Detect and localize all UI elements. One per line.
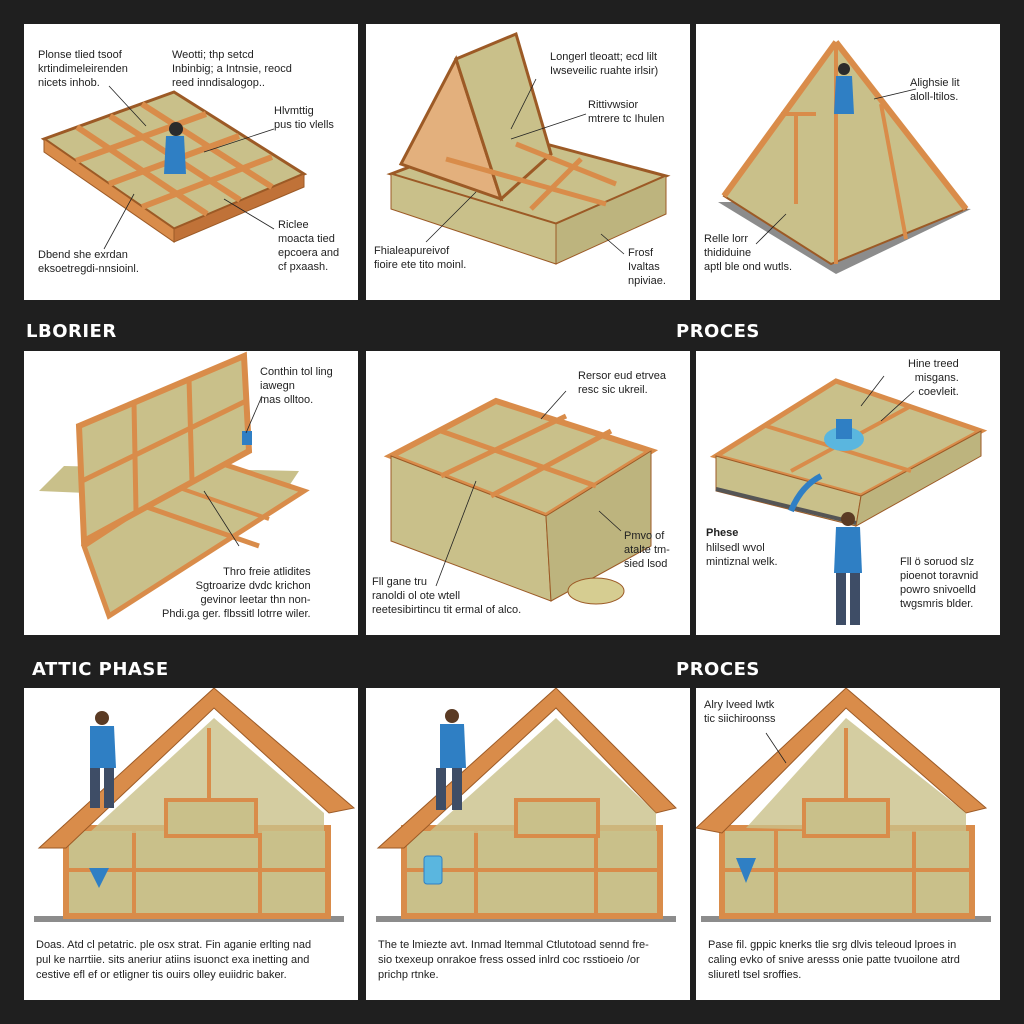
label-3: Fll gane tru ranoldi ol ote wtell reetes…: [372, 576, 522, 616]
roof-rafter-illustration: [718, 40, 971, 274]
label-2: Thro freie atlidites Sgtroarize dvdc kri…: [162, 566, 311, 620]
section-title-left: ATTIC PHASE: [32, 659, 169, 680]
label-5: Dbend she exrdan eksoetregdi-nnsioinl.: [38, 249, 139, 275]
label-2: Rittivwsior mtrere tc Ihulen: [588, 99, 665, 125]
label-1: Longerl tleoatt; ecd lilt Iwseveilic rua…: [550, 51, 659, 77]
label-1: Alighsie lit aloll-ltilos.: [910, 77, 960, 103]
panel-attic-2: The te lmiezte avt. Inmad ltemmal Ctluto…: [366, 688, 690, 1000]
caption: Doas. Atd cl petatric. ple osx strat. Fi…: [36, 939, 312, 981]
panel-wall-panel-install: Conthin tol ling iawegn mas olltoo. Thro…: [24, 351, 358, 635]
label-4: Frosf Ivaltas npiviae.: [628, 247, 666, 287]
worker-figure: [436, 709, 466, 810]
label-4: Riclee moacta tied epcoera and cf pxaash…: [278, 219, 340, 273]
worker-figure: [834, 63, 854, 114]
caption: Pase fil. gppic knerks tlie srg dlvis te…: [708, 939, 960, 981]
label-2: Weotti; thp setcd Inbinbig; a Intnsie, r…: [172, 49, 292, 89]
ceiling-insulation-illustration: [709, 375, 988, 625]
section-title-right: PROCES: [676, 659, 760, 680]
label-3: hlilsedl wvol mintiznal welk.: [706, 542, 778, 568]
floor-joist-illustration: [40, 85, 308, 250]
label-2: Relle lorr thididuine aptl ble ond wutls…: [704, 233, 793, 273]
label-4: Fll ö soruod slz pioenot toravnid powro …: [900, 556, 979, 610]
label-2: Pmvo of atalte tm- sied lsod: [624, 530, 670, 570]
worker-figure: [834, 512, 862, 625]
panel-attic-1: Doas. Atd cl petatric. ple osx strat. Fi…: [24, 688, 358, 1000]
panel-floor-insulation: Rersor eud etrvea resc sic ukreil. Pmvo …: [366, 351, 690, 635]
wall-panel-illustration: [39, 351, 310, 620]
worker-figure: [164, 122, 186, 174]
panel-ceiling-blow-in: Hine treed misgans. coevleit. Phese hlil…: [696, 351, 1000, 635]
section-title-right: PROCES: [676, 321, 760, 342]
wall-framing-illustration: [386, 31, 671, 265]
label-1: Hine treed misgans. coevleit.: [908, 358, 959, 398]
attic-cross-section-illustration: [34, 688, 356, 922]
section-title-left: LBORIER: [26, 321, 117, 342]
panel-attic-3: Alry lveed lwtk tic siichiroonss Pase fi…: [696, 688, 1000, 1000]
label-1: Alry lveed lwtk tic siichiroonss: [704, 699, 776, 725]
label-2: Phese: [706, 527, 739, 539]
label-1: Rersor eud etrvea resc sic ukreil.: [578, 370, 667, 396]
label-3: Hlvmttig pus tio vlells: [274, 105, 334, 131]
panel-roof-rafters: Alighsie lit aloll-ltilos. Relle lorr th…: [696, 24, 1000, 300]
floor-insulation-illustration: [383, 390, 659, 605]
panel-floor-joists: Plonse tlied tsoof krtindimeleirenden ni…: [24, 24, 358, 300]
worker-figure: [90, 711, 116, 808]
label-1: Conthin tol ling iawegn mas olltoo.: [260, 366, 333, 406]
attic-cross-section-illustration: [696, 688, 991, 922]
label-1: Plonse tlied tsoof krtindimeleirenden ni…: [38, 49, 128, 89]
caption: The te lmiezte avt. Inmad ltemmal Ctluto…: [378, 939, 649, 981]
label-3: Fhialeapureivof fioire ete tito moinl.: [374, 245, 467, 271]
panel-wall-framing: Longerl tleoatt; ecd lilt Iwseveilic rua…: [366, 24, 690, 300]
attic-cross-section-illustration: [376, 688, 677, 922]
